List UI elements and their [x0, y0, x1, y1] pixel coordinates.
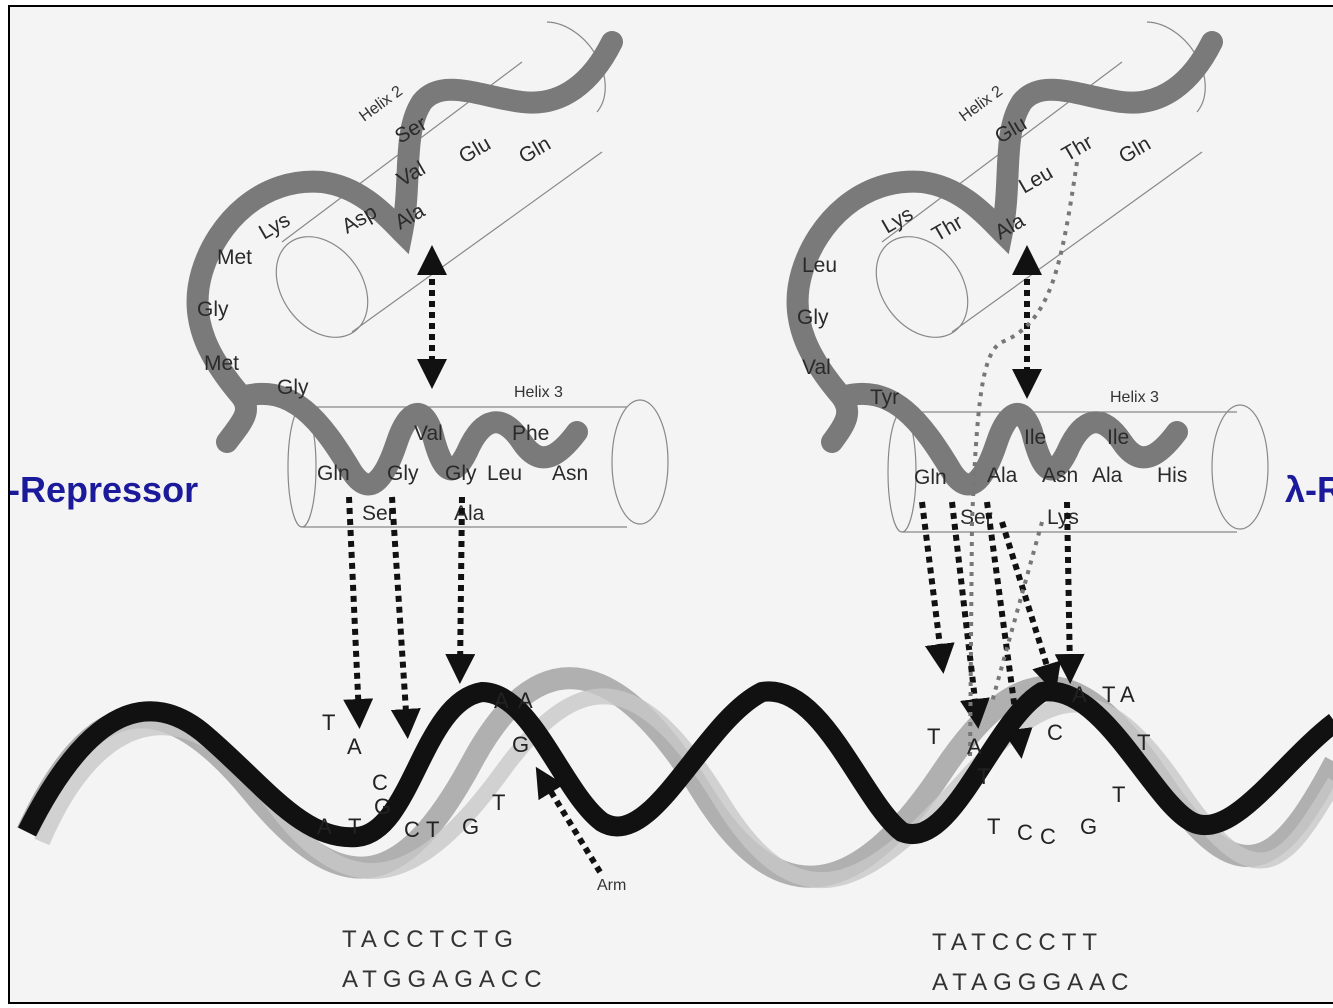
right-res-his: His	[1157, 464, 1187, 487]
left-base-13: T	[348, 814, 361, 839]
right-res-ile2: Ile	[1107, 426, 1129, 449]
left-res-ser3: Ser	[362, 502, 395, 525]
right-seq-top: TATCCCTT	[932, 929, 1103, 956]
right-base-11: T	[1112, 782, 1125, 807]
left-ribbon	[198, 42, 612, 442]
left-base-1: T	[322, 710, 335, 735]
right-res-asn: Asn	[1042, 464, 1078, 487]
left-helix2-label: Helix 2	[356, 83, 406, 126]
right-res-gln: Gln	[1115, 132, 1155, 168]
left-base-4: G	[374, 794, 391, 819]
right-base-1: T	[927, 724, 940, 749]
right-res-tyr: Tyr	[870, 386, 899, 409]
right-helix3-label: Helix 3	[1110, 389, 1159, 406]
left-res-leu: Leu	[487, 462, 522, 485]
right-res-thr2: Thr	[1058, 131, 1097, 167]
left-base-9: T	[426, 817, 439, 842]
figure-frame: Helix 2 Helix 3 Lys Asp Ser Val Glu Gln …	[8, 5, 1333, 1004]
right-base-5: T	[1102, 682, 1115, 707]
left-base-11: T	[492, 790, 505, 815]
left-res-gly4: Gly	[445, 462, 477, 485]
left-res-gln: Gln	[515, 132, 555, 168]
right-base-2: A	[967, 734, 982, 759]
left-res-lys: Lys	[255, 208, 294, 244]
right-base-4: A	[1072, 682, 1087, 707]
left-arm-label: Arm	[597, 877, 626, 894]
left-res-phe: Phe	[512, 422, 549, 445]
left-arrow-1	[349, 497, 359, 717]
right-res-ala3: Ala	[987, 464, 1018, 487]
left-res-met1: Met	[217, 246, 252, 269]
left-res-ala3: Ala	[454, 502, 485, 525]
left-arrow-3	[460, 497, 462, 672]
right-res-thr: Thr	[928, 211, 967, 247]
right-base-9: G	[1080, 814, 1097, 839]
left-base-12: A	[317, 814, 332, 839]
left-base-2: A	[347, 734, 362, 759]
left-base-7: G	[512, 732, 529, 757]
left-res-asn: Asn	[552, 462, 588, 485]
right-res-ile1: Ile	[1024, 426, 1046, 449]
left-base-10: G	[462, 814, 479, 839]
right-base-10: T	[1137, 730, 1150, 755]
left-res-met2: Met	[204, 352, 239, 375]
left-arrow-2	[392, 497, 407, 727]
right-base-7: C	[1017, 820, 1033, 845]
right-base-6: A	[1120, 682, 1135, 707]
right-res-gly1: Gly	[797, 306, 829, 329]
left-base-3: C	[372, 770, 388, 795]
left-res-gly1: Gly	[197, 298, 229, 321]
left-res-gln3: Gln	[317, 462, 350, 485]
left-base-6: A	[518, 688, 533, 713]
right-interaction-arrows	[922, 257, 1070, 747]
right-arrow-4	[1067, 502, 1070, 672]
left-base-5: A	[494, 688, 509, 713]
right-seq-bottom: ATAGGGAAC	[932, 969, 1134, 996]
right-res-leu: Leu	[1015, 161, 1057, 198]
left-res-gly3: Gly	[387, 462, 419, 485]
right-arrow-1	[922, 502, 942, 662]
right-helix2-label: Helix 2	[956, 83, 1006, 126]
right-res-ala4: Ala	[1092, 464, 1123, 487]
right-res-gln3: Gln	[914, 466, 947, 489]
left-res-gly2: Gly	[277, 376, 309, 399]
dna-helix	[27, 678, 1333, 880]
right-res-lys: Lys	[878, 202, 917, 238]
left-res-val3: Val	[414, 422, 443, 445]
diagram-canvas: Helix 2 Helix 3 Lys Asp Ser Val Glu Gln …	[10, 7, 1333, 1004]
right-res-leu1: Leu	[802, 254, 837, 277]
right-protein-label: λ-R	[1285, 469, 1333, 510]
right-base-3: T	[977, 764, 990, 789]
right-base-12: T	[987, 814, 1000, 839]
left-res-glu: Glu	[455, 132, 495, 168]
right-base-8: C	[1040, 824, 1056, 849]
left-protein-label: -Repressor	[10, 469, 198, 510]
left-seq-bottom: ATGGAGACC	[342, 966, 548, 993]
right-base-13: C	[1047, 720, 1063, 745]
right-res-lys3: Lys	[1047, 506, 1079, 529]
right-res-val1: Val	[802, 356, 831, 379]
left-seq-top: TACCTCTG	[342, 926, 519, 953]
left-helix3-label: Helix 3	[514, 384, 563, 401]
left-base-8: C	[404, 817, 420, 842]
